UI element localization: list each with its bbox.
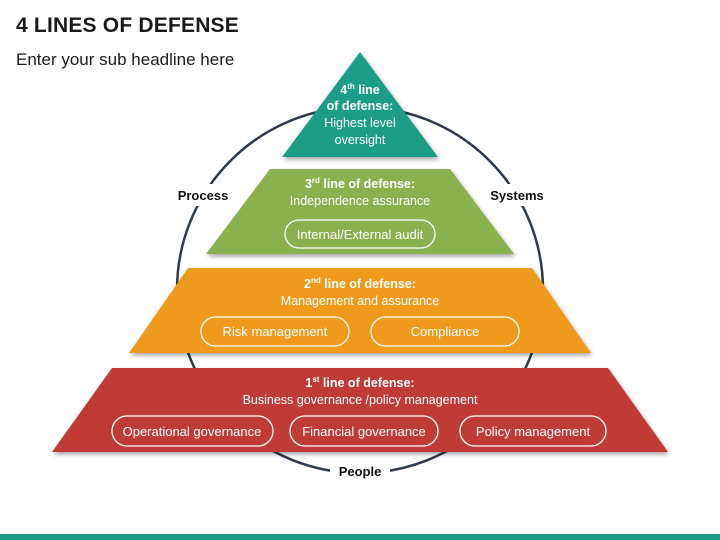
level-4-desc-b: oversight [335, 133, 386, 147]
level-1-heading: line of defense: [319, 376, 414, 390]
pill-policy-management: Policy management [459, 415, 607, 447]
pill-financial-governance: Financial governance [289, 415, 439, 447]
level-1-tier: 1st line of defense: Business governance… [52, 368, 668, 452]
level-1-desc: Business governance /policy management [243, 393, 478, 407]
level-3-ordinal: rd [312, 176, 320, 185]
level-2-shape [129, 268, 591, 353]
level-1-ordinal: st [312, 375, 319, 384]
page-subtitle: Enter your sub headline here [16, 50, 235, 69]
people-label: People [339, 464, 382, 479]
level-3-number: 3 [305, 177, 312, 191]
level-4-desc-a: Highest level [324, 116, 396, 130]
level-1-number: 1 [305, 376, 312, 390]
level-2-heading: line of defense: [321, 277, 416, 291]
pill-label: Financial governance [302, 424, 426, 439]
pill-risk-management: Risk management [200, 316, 350, 347]
pill-label: Operational governance [123, 424, 262, 439]
level-4-number: 4 [340, 83, 347, 97]
pill-label: Policy management [476, 424, 591, 439]
level-4-tier: 4th line of defense: Highest level overs… [282, 52, 438, 157]
level-4-heading-a: line [355, 83, 380, 97]
level-2-tier: 2nd line of defense: Management and assu… [129, 268, 591, 353]
level-3-shape [206, 169, 514, 254]
page-title: 4 LINES OF DEFENSE [16, 14, 239, 37]
level-3-heading: line of defense: [320, 177, 415, 191]
level-3-desc: Independence assurance [290, 194, 430, 208]
level-4-ordinal: th [347, 82, 355, 91]
pill-label: Internal/External audit [297, 227, 424, 242]
pill-label: Compliance [411, 324, 480, 339]
svg-text:4th line: 4th line [340, 82, 380, 97]
systems-label: Systems [490, 188, 543, 203]
svg-text:1st line of defense:: 1st line of defense: [305, 375, 414, 390]
level-3-tier: 3rd line of defense: Independence assura… [206, 169, 514, 254]
process-label: Process [178, 188, 229, 203]
bottom-accent-bar [0, 534, 720, 540]
pill-label: Risk management [223, 324, 328, 339]
level-4-shape [282, 52, 438, 157]
pill-compliance: Compliance [370, 316, 520, 347]
level-2-number: 2 [304, 277, 311, 291]
svg-text:3rd line of defense:: 3rd line of defense: [305, 176, 415, 191]
level-1-shape [52, 368, 668, 452]
pill-internal-external-audit: Internal/External audit [284, 219, 436, 249]
level-2-desc: Management and assurance [281, 294, 439, 308]
pill-operational-governance: Operational governance [111, 415, 274, 447]
svg-text:2nd line of defense:: 2nd line of defense: [304, 276, 416, 291]
level-4-heading-b: of defense: [327, 99, 394, 113]
level-2-ordinal: nd [311, 276, 321, 285]
